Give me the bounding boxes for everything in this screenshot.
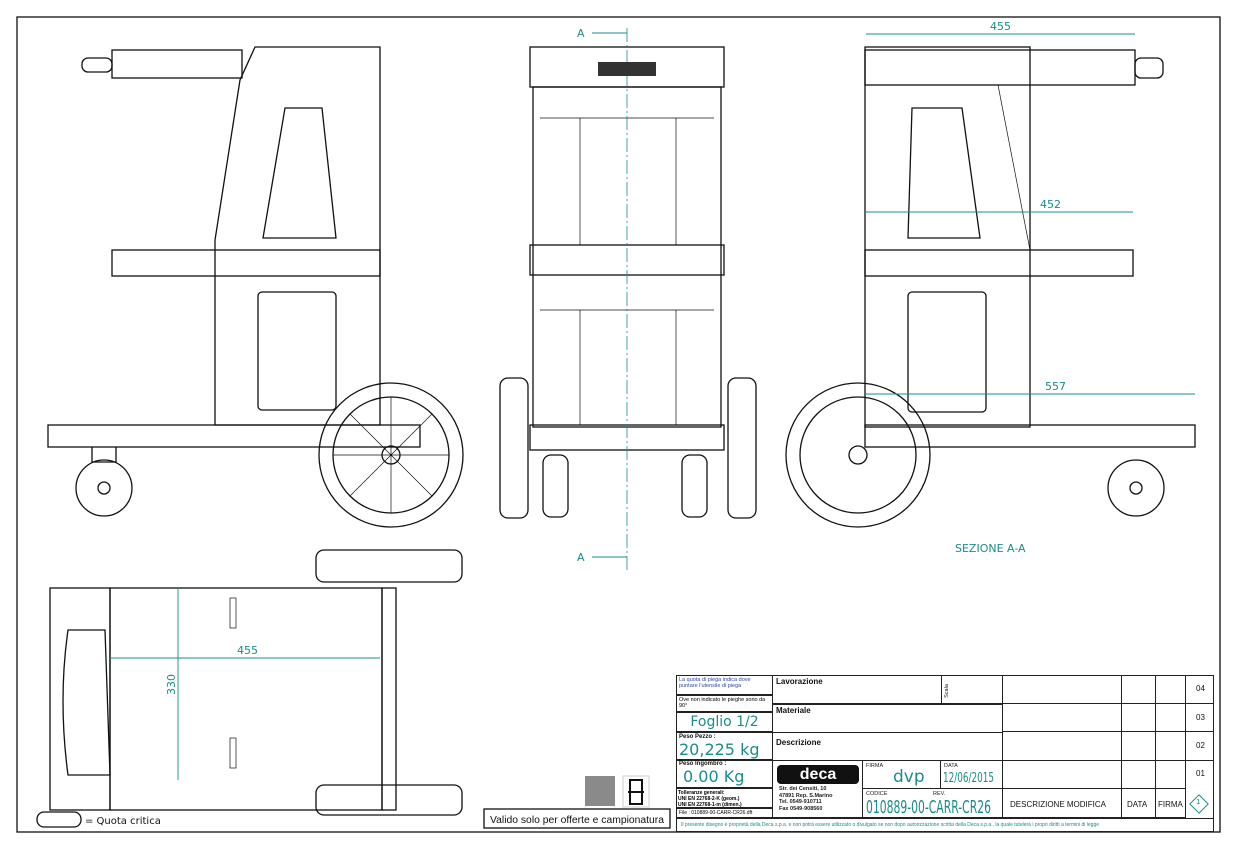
- materiale-label: Materiale: [776, 706, 811, 715]
- critical-dimension-symbol: [36, 811, 82, 828]
- data-value: 12/06/2015: [943, 771, 994, 786]
- deca-logo: deca: [777, 765, 859, 784]
- bulk-weight-value: 0.00 Kg: [683, 767, 745, 786]
- section-marker-top: A: [577, 27, 585, 40]
- valid-note: Valido solo per offerte e campionatura: [490, 815, 664, 826]
- rev-signature-header: FIRMA: [1158, 800, 1183, 809]
- rev-number: 03: [1196, 713, 1205, 722]
- codice-label: CODICE: [866, 791, 888, 797]
- scala-label: Scala: [943, 684, 950, 698]
- bulk-weight-label: Peso Ingombro :: [679, 761, 727, 767]
- address-line: Tel. 0549-910711: [779, 799, 822, 805]
- firma-label: FIRMA: [866, 763, 884, 769]
- rev-number: 01: [1196, 769, 1205, 778]
- weight-value: 20,225 kg: [679, 740, 760, 759]
- dim-shelf-width: 452: [1040, 198, 1061, 211]
- address-line: 47891 Rep. S.Marino: [779, 792, 833, 799]
- front-view: [499, 28, 757, 570]
- rev-date-header: DATA: [1127, 800, 1148, 809]
- section-marker-bottom: A: [577, 551, 585, 564]
- weight-label: Peso Pezzo :: [679, 734, 716, 740]
- sheet-border: [16, 16, 1221, 833]
- codice-value: 010889-00-CARR-CR26: [866, 797, 991, 818]
- dim-base-width: 557: [1045, 380, 1066, 393]
- section-view: [785, 33, 1196, 528]
- ownership-footer: Il presente disegno è proprietà della De…: [676, 818, 1214, 832]
- descrizione-label: Descrizione: [776, 738, 821, 747]
- address-line: Str. dei Censiti, 10: [779, 786, 827, 792]
- rev-label: REV.: [933, 791, 946, 797]
- tolerances: Tolleranze generali: UNI EN 22768-2-K (g…: [676, 788, 773, 808]
- valid-note-box: [483, 808, 671, 829]
- lavorazione-label: Lavorazione: [776, 677, 823, 686]
- note-bends: Ove non indicato le pieghe sono da 90°: [676, 695, 773, 712]
- firma-value: dvp: [893, 767, 925, 787]
- revision-symbol: 1: [1196, 798, 1201, 806]
- side-view: [47, 46, 464, 528]
- note-bend-tool: La quota di piega indica dove puntare l'…: [676, 675, 773, 695]
- sheet-number: Foglio 1/2: [676, 712, 773, 732]
- file-name: File : 010889-00-CARR-CR26.dft: [676, 808, 773, 818]
- data-label: DATA: [944, 763, 958, 769]
- address-line: Fax 0549-908560: [779, 805, 823, 812]
- plan-view: [49, 549, 463, 816]
- dim-plan-depth: 330: [165, 674, 178, 695]
- section-label: SEZIONE A-A: [955, 542, 1026, 555]
- dim-top-width: 455: [990, 20, 1011, 33]
- document-thumbnail: [585, 776, 615, 806]
- critical-dimension-legend: = Quota critica: [85, 816, 161, 827]
- rev-number: 04: [1196, 684, 1205, 693]
- dim-plan-width: 455: [237, 644, 258, 657]
- rev-number: 02: [1196, 741, 1205, 750]
- rev-description-header: DESCRIZIONE MODIFICA: [1010, 800, 1107, 809]
